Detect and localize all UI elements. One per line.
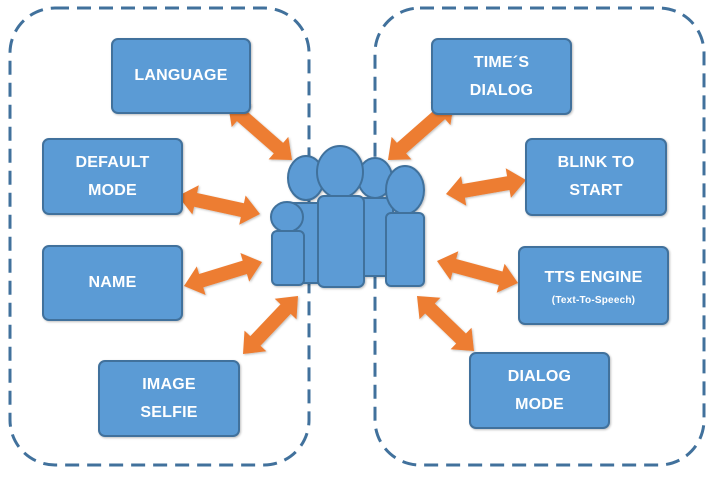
- arrows-layer: [178, 102, 526, 354]
- arrow-times-dialog: [388, 102, 454, 160]
- image-selfie-label-line1: IMAGE: [142, 375, 196, 393]
- default-mode-label-line2: MODE: [88, 181, 137, 199]
- language-box: LANGUAGE: [111, 38, 251, 114]
- times-dialog-label-line1: TIME´S: [473, 53, 530, 71]
- arrow-tts-engine: [437, 251, 518, 293]
- name-box: NAME: [42, 245, 183, 321]
- name-label: NAME: [88, 274, 137, 291]
- times-dialog-label-line2: DIALOG: [469, 81, 534, 99]
- arrow-dialog-mode: [417, 296, 474, 351]
- image-selfie-label-line2: SELFIE: [140, 403, 198, 421]
- default-mode-box: DEFAULT MODE: [42, 138, 183, 215]
- arrow-default-mode: [178, 185, 260, 225]
- default-mode-label-line1: DEFAULT: [75, 153, 150, 171]
- users-group-icon: [270, 145, 425, 288]
- dialog-mode-label-line1: DIALOG: [507, 367, 572, 385]
- tts-engine-label: TTS ENGINE: [544, 268, 643, 286]
- blink-to-start-label-line1: BLINK TO: [557, 154, 635, 171]
- tts-engine-box: TTS ENGINE (Text-To-Speech): [518, 246, 669, 325]
- arrow-name: [184, 253, 262, 295]
- dialog-mode-box: DIALOG MODE: [469, 352, 610, 429]
- arrow-language: [228, 104, 292, 160]
- arrow-blink-to-start: [446, 168, 526, 206]
- blink-to-start-box: BLINK TO START: [525, 138, 667, 216]
- times-dialog-box: TIME´S DIALOG: [431, 38, 572, 115]
- dialog-mode-label-line2: MODE: [515, 395, 564, 413]
- language-label: LANGUAGE: [134, 67, 228, 84]
- arrow-image-selfie: [243, 296, 298, 354]
- image-selfie-box: IMAGE SELFIE: [98, 360, 240, 437]
- blink-to-start-label-line2: START: [569, 182, 623, 199]
- tts-engine-subtitle: (Text-To-Speech): [551, 294, 636, 306]
